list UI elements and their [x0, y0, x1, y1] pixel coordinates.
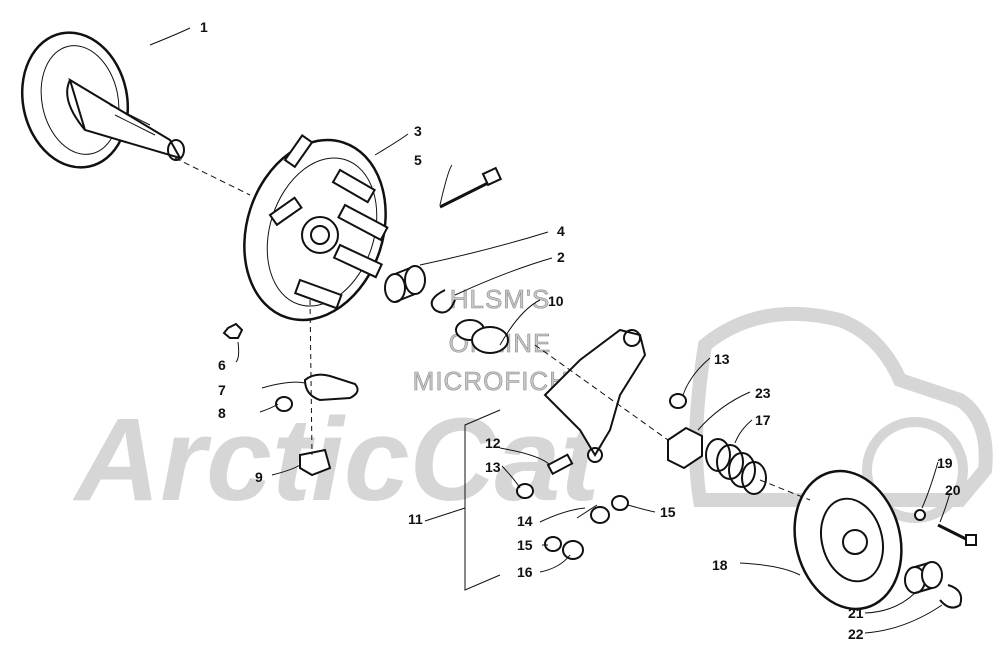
part-1-fixed-sheave: [20, 31, 185, 169]
part-20-bolt: [937, 523, 977, 546]
callout-19: 19: [937, 455, 953, 471]
callout-22: 22: [848, 626, 864, 642]
callout-16: 16: [517, 564, 533, 580]
callout-11: 11: [408, 511, 423, 527]
callout-13-lower: 13: [485, 459, 501, 475]
callout-23: 23: [755, 385, 771, 401]
watermark-line-1: HLSM'S: [450, 284, 551, 314]
part-3-spider-assembly: [243, 134, 389, 322]
callout-20: 20: [945, 482, 961, 498]
leader-lines: [149, 27, 951, 634]
part-16-bushing: [562, 540, 584, 560]
callout-15-left: 15: [517, 537, 533, 553]
callout-5: 5: [414, 152, 422, 168]
part-21-bushing: [904, 561, 943, 594]
part-5-bolt: [439, 166, 503, 209]
part-13-roller-upper: [669, 393, 687, 409]
part-17-spring: [705, 438, 767, 495]
part-13-roller-lower: [516, 483, 534, 499]
callout-1: 1: [200, 19, 208, 35]
part-18-cover: [793, 469, 903, 611]
watermark-brand-logo: ArcticCat: [72, 394, 604, 526]
part-9-clip: [299, 448, 332, 477]
part-10-spring-seat: [455, 319, 509, 354]
part-4-bushing: [384, 265, 426, 303]
callout-13-upper: 13: [714, 351, 730, 367]
callout-17: 17: [755, 412, 771, 428]
part-15-washer-left: [544, 536, 562, 552]
callout-18: 18: [712, 557, 728, 573]
callout-10: 10: [548, 293, 564, 309]
part-15-washer-right: [611, 495, 629, 511]
callout-4: 4: [557, 223, 565, 239]
callout-8: 8: [218, 405, 226, 421]
part-14-spacer: [590, 506, 610, 524]
callouts: 1 2 3 4 5 6 7 8 9 10 11 12 13 13 14 15 1…: [200, 19, 961, 642]
callout-14: 14: [517, 513, 533, 529]
part-8-roller: [275, 396, 293, 412]
callout-9: 9: [255, 469, 263, 485]
part-6-nut: [222, 322, 244, 339]
part-2-snap-ring: [430, 289, 456, 314]
part-23-lock-nut: [667, 426, 703, 470]
part-12-pin: [546, 453, 574, 476]
callout-3: 3: [414, 123, 422, 139]
callout-12: 12: [485, 435, 501, 451]
part-11-cam-bracket-assembly: [543, 328, 647, 463]
callout-2: 2: [557, 249, 565, 265]
part-19-washer: [914, 509, 926, 521]
part-22-ring: [939, 584, 963, 609]
callout-21: 21: [848, 605, 864, 621]
callout-6: 6: [218, 357, 226, 373]
part-7-cam-arm: [303, 373, 359, 402]
callout-7: 7: [218, 382, 226, 398]
parts: [20, 31, 977, 611]
callout-15-right: 15: [660, 504, 676, 520]
